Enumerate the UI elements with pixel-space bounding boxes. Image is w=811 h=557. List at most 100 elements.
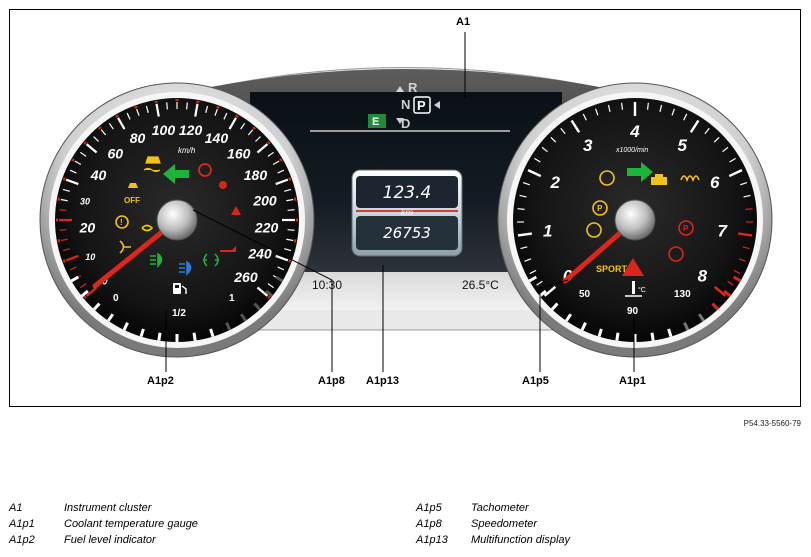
fuel-full-label: 1 [229,293,235,304]
speed-outer-dash [83,295,87,299]
rpm-tick [742,246,750,250]
esp-off-icon [128,183,138,188]
speed-tick [275,254,289,262]
gear-up-arrow-icon [396,86,404,92]
speed-tick [287,229,295,231]
fuel-tick [274,275,284,283]
rpm-tick [607,104,611,112]
leader-a1p8 [192,209,333,372]
traction-control-icon [143,156,161,173]
rpm-tick [560,127,566,135]
speed-tick [100,129,107,136]
speed-tick [62,188,70,192]
gear-p-pointer-icon [434,101,440,109]
figure-code: P54.33-5560-79 [743,419,801,428]
fuel-half-label: 1/2 [172,308,186,319]
speed-tick-label: 220 [254,219,279,235]
eco-label: E [372,116,379,128]
rpm-tick [689,119,700,133]
legend-description: Multifunction display [471,534,571,546]
odometer-value: 26753 [383,224,431,242]
brake-fluid-yellow-icon [586,222,602,238]
coolant-tick [723,289,732,298]
speed-tick [108,122,114,130]
rpm-tick [737,232,753,237]
rpm-tick [522,181,530,186]
fuel-tick [70,275,80,283]
instrument-cluster-illustration: 123.4 km 26753 R N P D E 10:30 26.5°C 01… [39,16,773,387]
rpm-unit: x1000/min [615,147,648,154]
speed-tick [223,112,228,120]
lower-info-strip [228,272,582,310]
legend-code: A1 [9,502,23,514]
parking-light-icon [203,253,219,267]
sport-mode-label: SPORT [596,264,628,274]
speed-unit: km/h [178,146,196,155]
rpm-tick [524,258,532,262]
speed-tick [59,209,67,211]
clock-time: 10:30 [312,278,342,292]
fuel-tick [107,313,115,322]
speed-tick [256,286,269,297]
rpm-tick [536,280,543,286]
speed-outer-dash [216,105,220,109]
coolant-tick [667,328,673,338]
speed-tick-label: 200 [252,192,277,208]
rpm-tick [745,208,753,210]
speed-tick-label: 260 [233,269,258,285]
speed-tick [74,160,82,166]
rpm-tick [713,136,720,143]
speed-tick [136,108,140,116]
speed-tick [275,178,289,186]
rpm-tick [728,169,743,178]
speed-tick [85,286,98,297]
rpm-tick [671,108,675,116]
coolant-tick [597,328,603,338]
speed-outer-dash [267,141,271,145]
coolant-tick [697,313,705,322]
abs-warning-icon [599,170,615,186]
fuel-tick [239,313,247,322]
speed-tick [69,169,77,174]
svg-text:P: P [597,204,603,213]
rpm-tick [529,269,537,275]
trip-distance: 123.4 [383,183,432,203]
rpm-tick [543,285,557,297]
legend-description: Tachometer [471,502,529,514]
speed-tick-label: 180 [244,167,268,183]
speed-tick-label: 160 [227,146,251,162]
parking-brake-yellow-icon [592,200,608,216]
glow-plug-icon [141,224,154,232]
airbag-icon [219,181,227,189]
trip-unit: km [401,208,414,217]
coolant-tick [550,302,559,311]
speed-tick [240,122,246,130]
oil-pressure-icon [220,246,236,252]
speed-tick [59,229,67,231]
speed-tick [267,283,275,289]
turn-signal-right-icon [627,162,653,182]
gear-n: N [401,97,410,112]
mfd-trip-panel [356,176,458,208]
esp-off-label: OFF [124,196,140,205]
rpm-tick-label: 7 [718,221,729,240]
turn-signal-left-icon [163,164,189,184]
fuel-tick [265,289,274,298]
coolant-tick [528,275,538,283]
rpm-tick [527,169,542,178]
speed-tick [194,103,199,117]
legend-code: A1p2 [9,534,35,546]
rpm-tick [713,285,727,297]
coolant-tick [683,322,690,331]
coolant-tick [711,302,720,311]
legend-code: A1p1 [9,518,35,530]
rpm-tick [517,208,525,210]
fuel-tick [80,289,89,298]
speed-tick [60,198,68,202]
tire-pressure-icon [115,215,129,229]
rpm-tick [704,127,710,135]
fuel-tick [122,322,129,331]
rpm-tick [519,194,527,198]
coolant-high-label: 130 [674,289,691,300]
speed-tick [155,103,160,117]
